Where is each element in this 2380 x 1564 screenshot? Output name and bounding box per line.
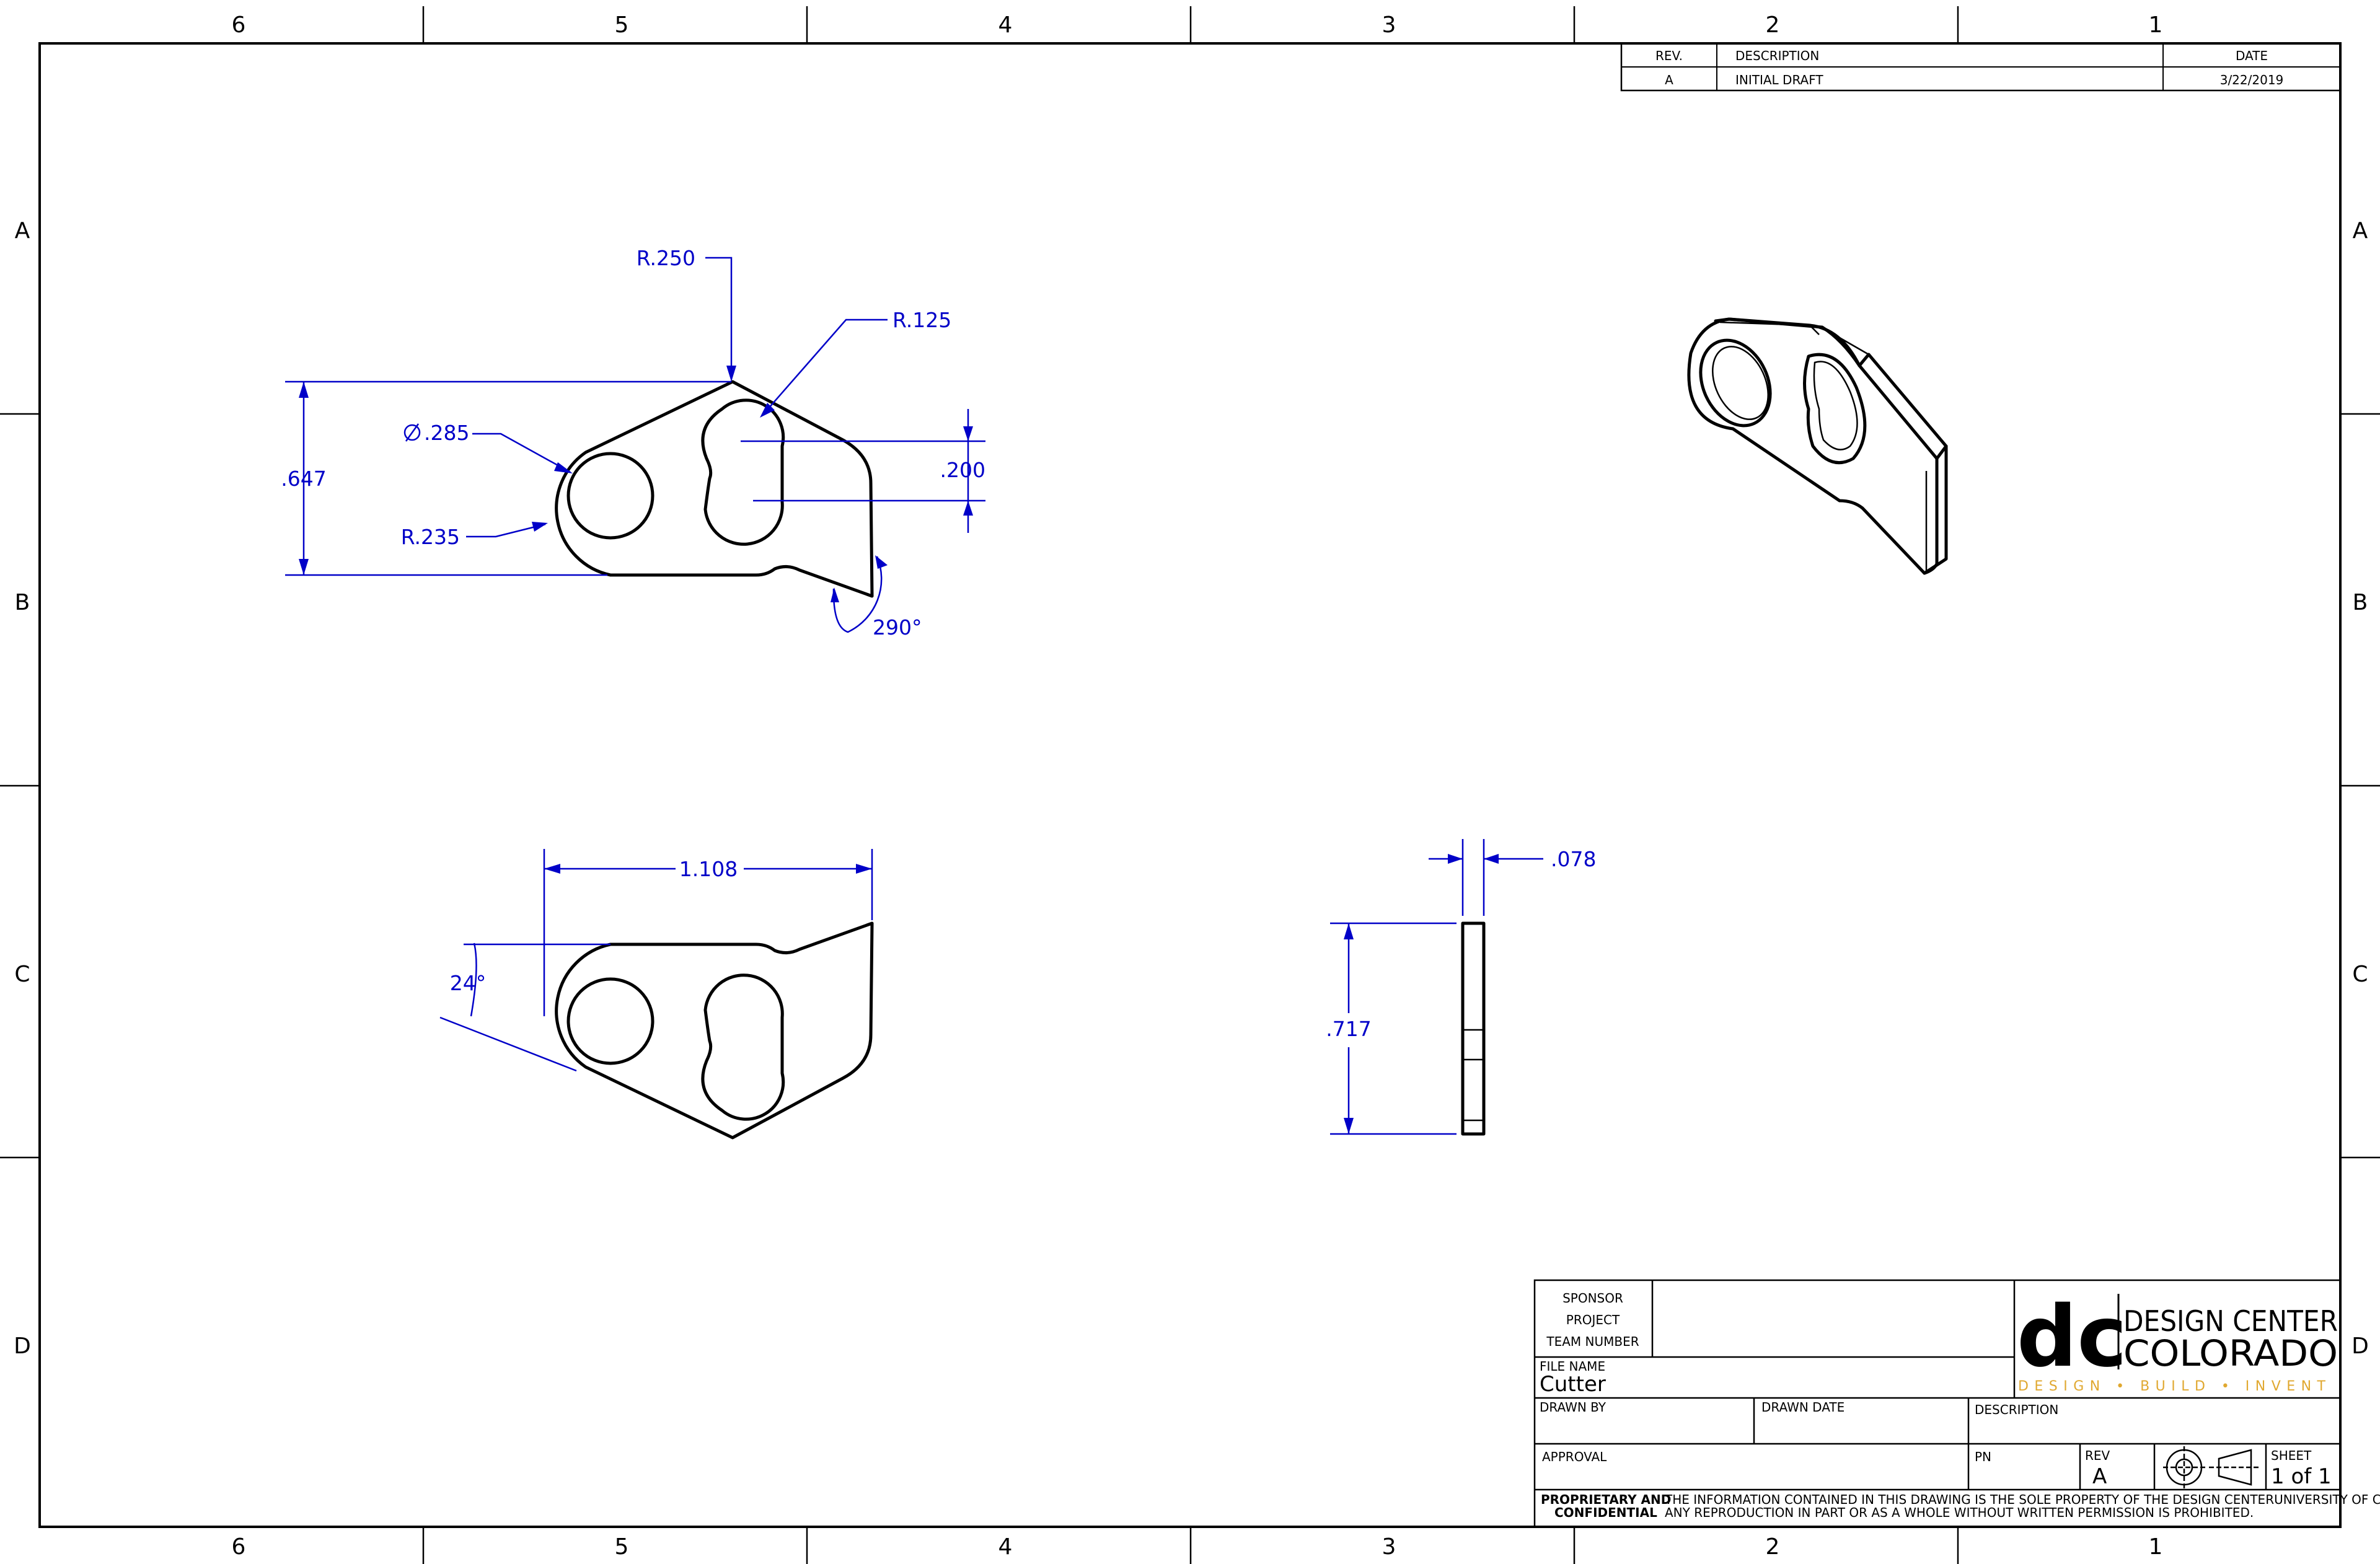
logo-line-1: DESIGN CENTER (2123, 1304, 2338, 1338)
rev-value: A (1665, 72, 1673, 87)
sheet-label: SHEET (2271, 1448, 2312, 1463)
zone-col-top-5: 1 (2149, 12, 2163, 38)
notice-line-2: ANY REPRODUCTION IN PART OR AS A WHOLE W… (1665, 1505, 2254, 1520)
zone-col-top-2: 4 (998, 12, 1013, 38)
zone-col-top-1: 5 (615, 12, 629, 38)
drawing-border (38, 42, 2342, 1528)
rev-label: REV (2085, 1448, 2110, 1463)
zone-col-top-3: 3 (1382, 12, 1396, 38)
rev-value-title: A (2092, 1464, 2107, 1489)
date-header: DATE (2236, 48, 2268, 63)
zone-row-left-1: B (15, 590, 30, 615)
proprietary-label-2: CONFIDENTIAL (1554, 1505, 1657, 1520)
zone-column-labels: 6 5 4 3 2 1 6 5 4 3 2 1 (232, 12, 2163, 1560)
sheet-value: 1 of 1 (2271, 1464, 2332, 1489)
dim-radius-250: R.250 (637, 246, 695, 270)
notice-line-1: THE INFORMATION CONTAINED IN THIS DRAWIN… (1664, 1492, 2380, 1507)
sponsor-label: SPONSOR (1562, 1291, 1623, 1306)
zone-row-right-0: A (2353, 218, 2368, 244)
zone-col-bottom-1: 5 (615, 1534, 629, 1560)
dim-diameter-285: .285 (424, 421, 469, 445)
zone-col-bottom-3: 3 (1382, 1534, 1396, 1560)
team-number-label: TEAM NUMBER (1546, 1334, 1639, 1349)
pn-label: PN (1975, 1449, 1991, 1464)
revision-block: REV. DESCRIPTION DATE A INITIAL DRAFT 3/… (1620, 42, 2342, 92)
zone-col-bottom-2: 4 (998, 1534, 1013, 1560)
title-block-text: SPONSOR PROJECT TEAM NUMBER FILE NAME Cu… (1540, 1291, 2380, 1520)
zone-row-labels: A B C D A B C D (14, 218, 2369, 1359)
zone-col-bottom-4: 2 (1766, 1534, 1780, 1560)
logo-line-2: COLORADO (2123, 1332, 2338, 1374)
design-center-logo: dc DESIGN CENTER COLORADO DESIGN • BUILD… (2017, 1288, 2338, 1394)
dim-radius-125: R.125 (892, 308, 951, 332)
dim-angle-24: 24° (450, 971, 487, 995)
description-header: DESCRIPTION (1735, 48, 1819, 63)
zone-col-bottom-5: 1 (2149, 1534, 2163, 1560)
zone-col-top-4: 2 (1766, 12, 1780, 38)
zone-ticks (0, 6, 2380, 1564)
file-name-value: Cutter (1540, 1372, 1606, 1397)
zone-row-left-0: A (15, 218, 30, 244)
dim-height-647: .647 (281, 467, 326, 491)
date-value: 3/22/2019 (2220, 72, 2284, 87)
title-block (1533, 1279, 2342, 1528)
file-name-label: FILE NAME (1540, 1359, 1605, 1374)
dim-radius-235: R.235 (401, 525, 460, 549)
dim-thickness-078: .078 (1551, 847, 1596, 871)
dim-height-717: .717 (1326, 1017, 1371, 1041)
description-value: INITIAL DRAFT (1735, 72, 1823, 87)
isometric-view-part (1687, 317, 1948, 575)
top-view-part (555, 380, 874, 598)
zone-col-top-0: 6 (232, 12, 246, 38)
zone-row-right-2: C (2352, 962, 2368, 987)
top-view-dimensions: .647 R.250 R.125 .285 R.235 .200 290° (281, 246, 985, 639)
zone-row-right-1: B (2353, 590, 2368, 615)
zone-row-left-2: C (14, 962, 30, 987)
logo-mark: dc (2017, 1288, 2127, 1386)
drawn-by-label: DRAWN BY (1540, 1400, 1606, 1415)
zone-col-bottom-0: 6 (232, 1534, 246, 1560)
drawn-date-label: DRAWN DATE (1761, 1400, 1844, 1415)
side-view-part (1461, 921, 1486, 1136)
side-view-dimensions: .078 .717 (1326, 839, 1596, 1135)
zone-row-right-3: D (2351, 1333, 2369, 1359)
front-view-dimensions: 1.108 24° (439, 849, 873, 1072)
logo-tagline: DESIGN • BUILD • INVENT (2018, 1379, 2334, 1394)
proprietary-label-1: PROPRIETARY AND (1541, 1492, 1671, 1507)
description-label: DESCRIPTION (1975, 1402, 2058, 1417)
dim-width-1108: 1.108 (679, 857, 738, 881)
project-label: PROJECT (1566, 1312, 1620, 1327)
projection-symbol-icon (2163, 1446, 2260, 1488)
dim-spacing-200: .200 (940, 458, 985, 482)
zone-row-left-3: D (14, 1333, 31, 1359)
dim-angle-290: 290° (873, 615, 922, 639)
approval-label: APPROVAL (1542, 1449, 1607, 1464)
front-view-part (555, 921, 874, 1140)
rev-header: REV. (1655, 48, 1683, 63)
